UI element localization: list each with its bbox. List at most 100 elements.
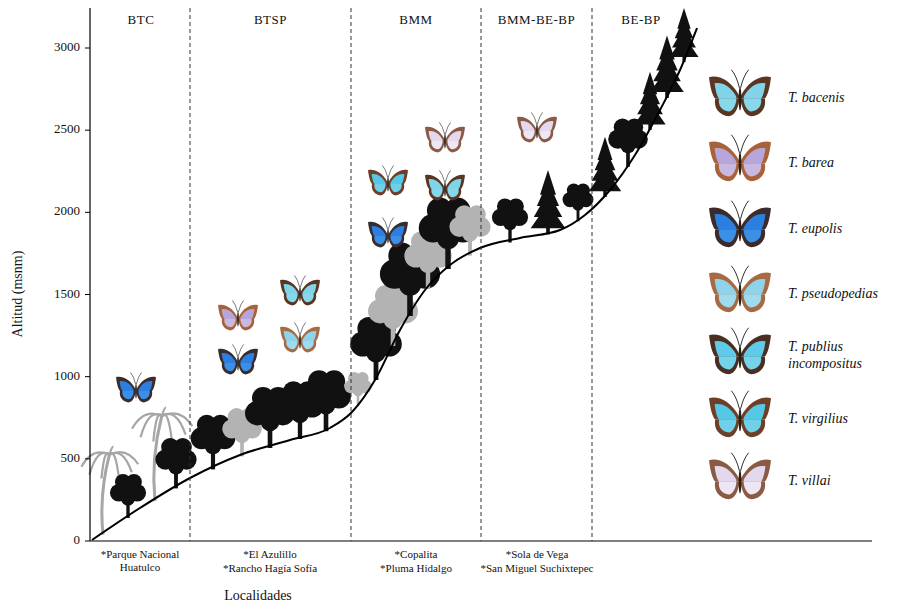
wing-colour [286, 341, 297, 349]
wing-colour [222, 353, 236, 363]
butterfly-body [387, 176, 389, 191]
wing-colour [302, 294, 313, 302]
wing [709, 460, 739, 482]
wing [446, 127, 465, 141]
tick-label: 1500 [20, 287, 80, 302]
wing [741, 208, 771, 230]
canopy [621, 139, 636, 154]
label-text: 2500 [54, 121, 80, 136]
label-text: 1500 [54, 286, 80, 301]
wing [709, 77, 739, 99]
butterflies [116, 112, 557, 402]
axis-title: Localidades [198, 588, 318, 604]
antenna [731, 201, 739, 219]
zone-heading: BE-BP [592, 12, 690, 28]
antenna [731, 453, 739, 471]
antenna [445, 122, 450, 134]
legend-entry: T. eupolis [788, 220, 896, 237]
antenna [731, 70, 739, 88]
canopy [205, 438, 222, 455]
wing [218, 349, 237, 363]
wing-colour [240, 353, 254, 363]
wing-colour [138, 381, 152, 391]
wing [284, 341, 300, 352]
tick-mark [85, 376, 90, 377]
canopy [121, 492, 134, 505]
antenna [731, 391, 739, 409]
butterfly-body [299, 333, 301, 348]
label-text: Altitud (msnm) [10, 251, 25, 338]
wing-colour [122, 391, 133, 399]
canopy [317, 396, 336, 415]
locality: *El Azulillo [200, 548, 340, 561]
butterfly [709, 266, 771, 313]
antenna [731, 266, 739, 284]
wing-colour [719, 357, 736, 370]
broadleaf-tree [419, 198, 477, 269]
wing [741, 99, 765, 117]
wing-colour [715, 148, 737, 164]
species-name: T. villai [788, 473, 831, 488]
butterfly-body [739, 345, 742, 369]
tick-mark [85, 212, 90, 213]
label-text: 500 [61, 450, 81, 465]
butterfly [709, 453, 771, 500]
butterfly-body [444, 181, 446, 196]
antenna [232, 300, 237, 312]
wing-colour [429, 131, 443, 141]
wing-colour [447, 179, 461, 189]
locality: *Parque Nacional Huatulco [92, 548, 188, 573]
wing-colour [719, 164, 736, 177]
wing [715, 230, 739, 248]
wing-colour [374, 184, 385, 192]
tick-mark [85, 541, 90, 542]
wing-colour [715, 279, 737, 295]
wing-colour [120, 381, 134, 391]
antenna [741, 328, 749, 346]
wing-colour [715, 214, 737, 230]
canopy [468, 205, 486, 223]
palm-frond [153, 414, 162, 441]
wing-colour [286, 294, 297, 302]
wing [741, 164, 765, 182]
wing-colour [715, 83, 737, 99]
antenna [294, 275, 299, 287]
label-text: *El Azulillo [243, 548, 296, 560]
wing [239, 319, 255, 330]
wing-colour [715, 466, 737, 482]
wing [709, 335, 739, 357]
wing-colour [744, 99, 761, 112]
wing [715, 99, 739, 117]
wing [538, 131, 554, 142]
vegetation-zone: BTSP [190, 12, 351, 28]
legend-samples [709, 70, 771, 500]
wing-colour [539, 131, 550, 139]
zone-heading: BMM [351, 12, 481, 28]
label-text: 0 [74, 532, 81, 547]
wing [218, 305, 237, 319]
canopy [174, 438, 192, 456]
locality: *Pluma Hidalgo [346, 562, 486, 575]
wing [137, 377, 156, 391]
wing-colour [302, 331, 316, 341]
antenna [300, 275, 305, 287]
canopy [384, 311, 403, 330]
broadleaf-tree [344, 372, 372, 406]
palm-frond [101, 453, 109, 479]
wing [372, 236, 388, 247]
wing [709, 208, 739, 230]
antenna [445, 170, 450, 182]
wing-colour [224, 363, 235, 371]
palm-frond [162, 414, 172, 441]
tick-label: 500 [20, 451, 80, 466]
wing [715, 164, 739, 182]
wing [284, 294, 300, 305]
palm-frond [141, 414, 162, 437]
wing-colour [719, 295, 736, 308]
palm-frond [109, 453, 119, 479]
wing-colour [719, 482, 736, 495]
wing-colour [539, 121, 553, 131]
wing [222, 319, 238, 330]
canopy [508, 198, 524, 214]
wing [389, 222, 408, 236]
